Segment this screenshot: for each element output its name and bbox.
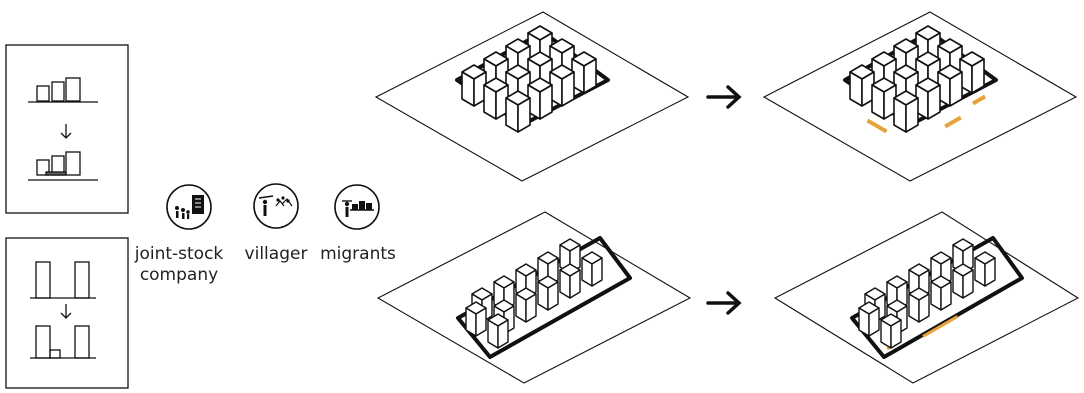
- legend-item-villager: villager: [245, 183, 308, 264]
- villager-icon: [253, 183, 299, 229]
- orange-extension: [866, 94, 987, 134]
- before-towers-row: [30, 261, 96, 299]
- legend-label-line: migrants: [320, 244, 396, 264]
- arrow-down: [60, 124, 72, 139]
- legend-label-line: villager: [245, 244, 308, 264]
- scheme-panel-bottom: [5, 237, 129, 389]
- site-plan-rows-before: [376, 211, 692, 384]
- arrow-right: [706, 291, 742, 315]
- legend: joint-stock company villager: [134, 183, 396, 285]
- after-buildings-row: [28, 151, 98, 181]
- legend-label-line: joint-stock: [134, 244, 224, 264]
- before-buildings-row: [28, 77, 98, 103]
- site-plan-rows-after: [773, 211, 1080, 384]
- site-plan-compact-after: [762, 11, 1078, 182]
- migrants-icon: [334, 184, 380, 230]
- arrow-right: [706, 85, 742, 109]
- legend-label-line: company: [140, 265, 218, 285]
- scheme-panel-top: [5, 44, 129, 214]
- company-building-icon: [166, 184, 212, 230]
- after-towers-row: [30, 325, 96, 359]
- legend-item-company: joint-stock company: [134, 184, 224, 285]
- legend-item-migrants: migrants: [320, 184, 396, 264]
- arrow-down: [60, 304, 72, 319]
- site-plan-compact-before: [374, 11, 690, 182]
